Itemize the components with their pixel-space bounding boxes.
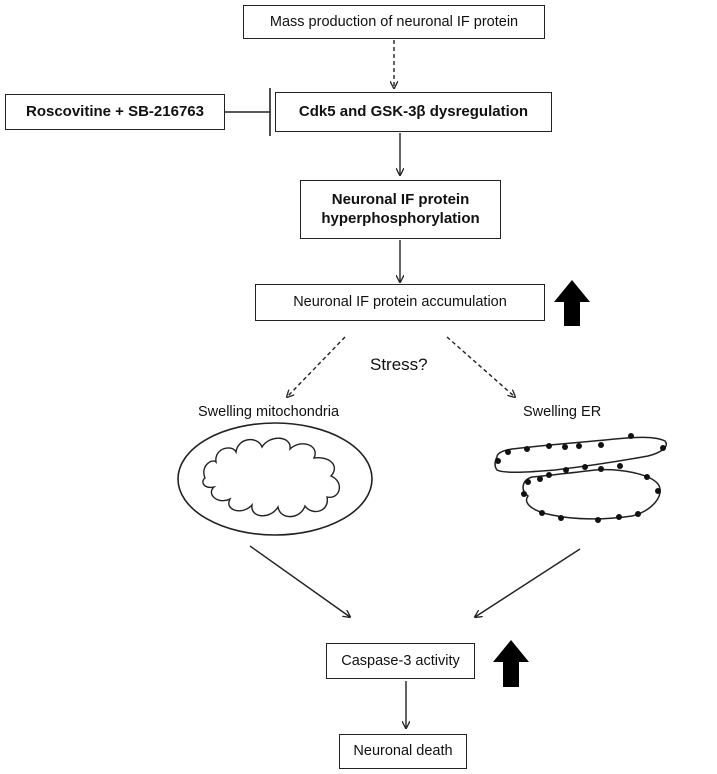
node-death-label: Neuronal death: [353, 743, 453, 760]
node-inhibitors-label: Roscovitine + SB-216763: [25, 102, 204, 120]
node-dysregulation: Cdk5 and GSK-3β dysregulation: [275, 92, 552, 132]
mitochondria-illustration: [177, 422, 373, 536]
node-death: Neuronal death: [339, 734, 467, 769]
node-mass-production: Mass production of neuronal IF protein: [243, 5, 545, 39]
node-accumulation: Neuronal IF protein accumulation: [255, 284, 545, 321]
node-hyperphosphorylation: Neuronal IF protein hyperphosphorylation: [300, 180, 501, 239]
node-hyperphosphorylation-line2: hyperphosphorylation: [321, 209, 480, 227]
increase-arrow-icon-caspase: [493, 640, 529, 687]
node-mass-production-label: Mass production of neuronal IF protein: [269, 13, 519, 30]
node-caspase: Caspase-3 activity: [326, 643, 475, 679]
er-illustration: [494, 433, 667, 523]
arrow-mitochondria-to-caspase: [249, 545, 350, 617]
node-inhibitors: Roscovitine + SB-216763: [5, 94, 225, 130]
arrow-accumulation-to-er: [446, 336, 515, 397]
stress-label: Stress?: [370, 355, 428, 374]
node-caspase-label: Caspase-3 activity: [341, 652, 460, 669]
mitochondria-label: Swelling mitochondria: [198, 404, 340, 420]
arrow-er-to-caspase: [475, 548, 581, 617]
node-dysregulation-label: Cdk5 and GSK-3β dysregulation: [298, 102, 529, 120]
er-label: Swelling ER: [523, 404, 602, 420]
increase-arrow-icon-accumulation: [554, 280, 590, 326]
arrow-accumulation-to-mitochondria: [287, 336, 346, 397]
node-hyperphosphorylation-line1: Neuronal IF protein: [331, 190, 470, 208]
node-accumulation-label: Neuronal IF protein accumulation: [293, 294, 507, 311]
